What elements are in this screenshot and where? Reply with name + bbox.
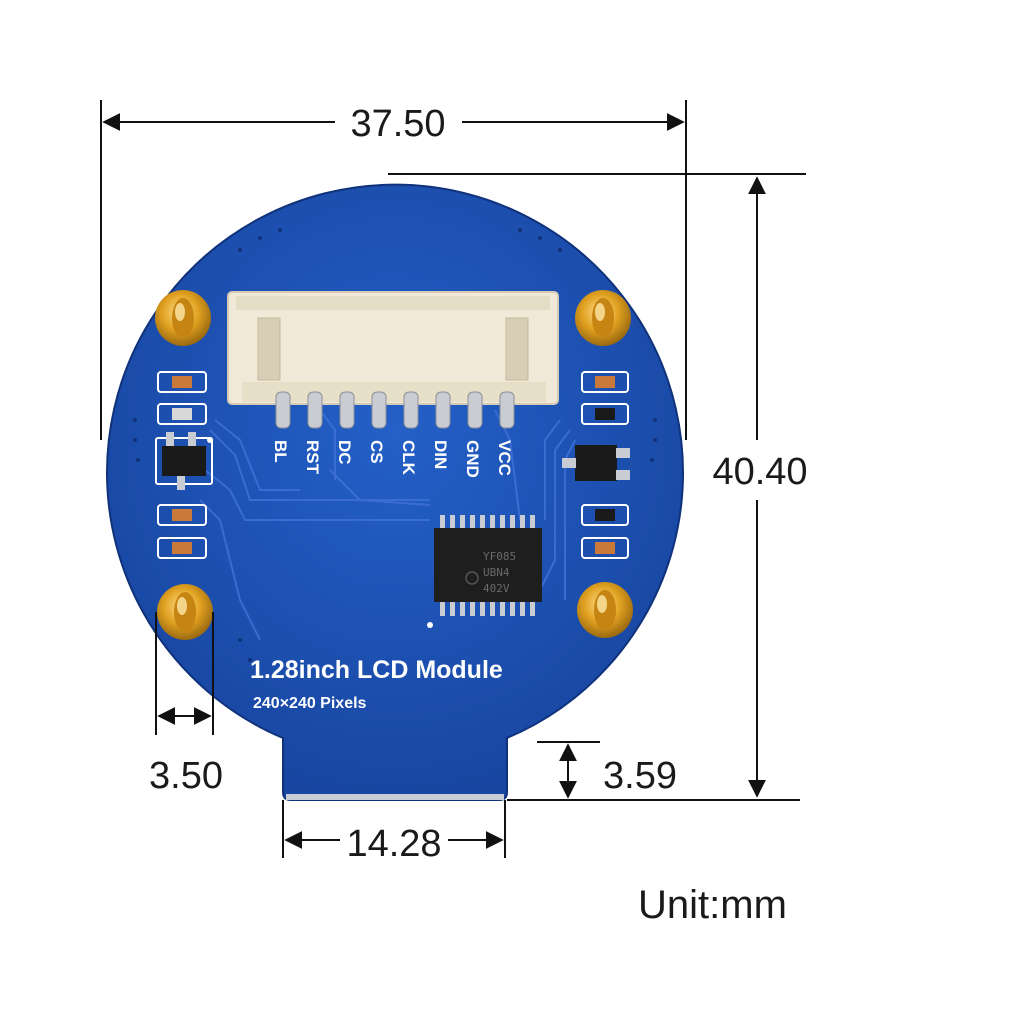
pin-labels: BL RST DC CS CLK DIN GND VCC: [271, 440, 514, 478]
pcb-board: BL RST DC CS CLK DIN GND VCC: [106, 183, 684, 801]
pcb-vias: [133, 228, 657, 662]
mounting-hole-top-right: [575, 290, 631, 346]
unit-label: Unit:mm: [638, 883, 787, 927]
pin-label-din: DIN: [431, 440, 450, 469]
pin-label-bl: BL: [271, 440, 290, 463]
pin-label-cs: CS: [367, 440, 386, 464]
pin-label-gnd: GND: [463, 440, 482, 478]
connector-pins: [275, 391, 515, 429]
pin-label-vcc: VCC: [495, 440, 514, 476]
board-title: 1.28inch LCD Module: [250, 656, 503, 684]
mounting-hole-bottom-right: [577, 582, 633, 638]
pcb-traces: [199, 409, 576, 641]
chip-marking-line-2: UBN4: [483, 566, 510, 579]
pin-header-connector: [227, 291, 559, 405]
dim-label-tab-height: 3.59: [603, 755, 677, 797]
chip-marking-line-3: 402V: [483, 582, 510, 595]
pin-label-dc: DC: [335, 440, 354, 465]
mounting-hole-bottom-left: [157, 584, 213, 640]
pcb-tab-edge: [286, 794, 504, 800]
board-subtitle: 240×240 Pixels: [253, 695, 367, 712]
dimension-lines: [100, 100, 806, 858]
dim-label-width: 37.50: [350, 103, 445, 145]
mounting-hole-top-left: [155, 290, 211, 346]
pin-label-rst: RST: [303, 440, 322, 475]
pcb-outline: [106, 183, 684, 801]
pin-label-clk: CLK: [399, 440, 418, 476]
ic-chip: YF085 UBN4 402V: [434, 515, 542, 616]
smd-components-left: [155, 371, 213, 559]
dim-label-hole-offset: 3.50: [149, 755, 223, 797]
smd-components-right: [562, 371, 630, 559]
dim-label-tab-width: 14.28: [346, 823, 441, 865]
chip-marking-line-1: YF085: [483, 550, 516, 563]
dim-label-height: 40.40: [712, 451, 807, 493]
